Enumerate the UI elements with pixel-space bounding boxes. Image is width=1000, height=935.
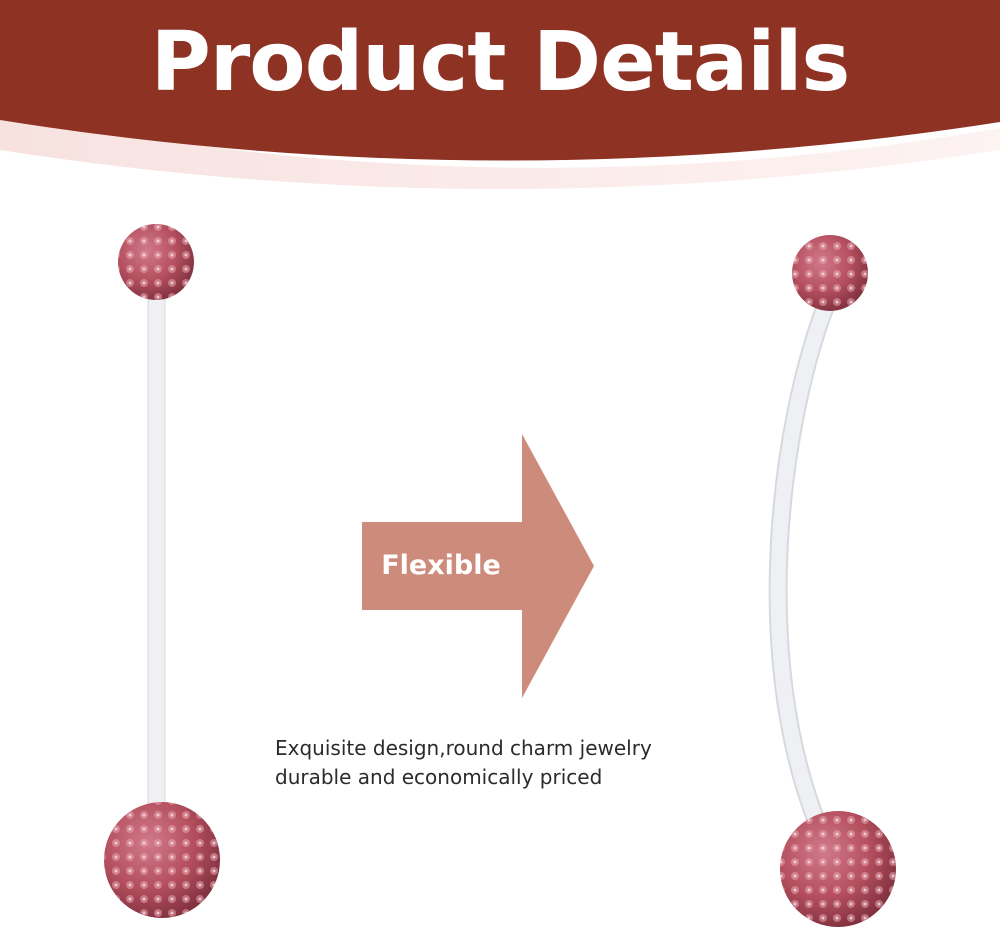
- bottom-ball: [104, 802, 220, 918]
- banner-background: [0, 0, 1000, 161]
- description-line-2: durable and economically priced: [275, 765, 603, 789]
- page-title: Product Details: [150, 15, 851, 110]
- curved-barbell-image: [768, 235, 896, 927]
- bar: [147, 289, 166, 836]
- top-ball: [792, 235, 868, 311]
- straight-barbell-image: [104, 224, 220, 918]
- bottom-ball: [780, 811, 896, 927]
- top-ball: [118, 224, 194, 300]
- description: Exquisite design,round charm jewelry dur…: [275, 734, 715, 792]
- arrow-label: Flexible: [381, 550, 501, 581]
- description-line-1: Exquisite design,round charm jewelry: [275, 736, 652, 760]
- header-banner: [0, 0, 1000, 189]
- flexible-arrow: Flexible: [362, 434, 594, 698]
- banner-accent-band: [0, 112, 1000, 189]
- arrow-shape: [362, 434, 594, 698]
